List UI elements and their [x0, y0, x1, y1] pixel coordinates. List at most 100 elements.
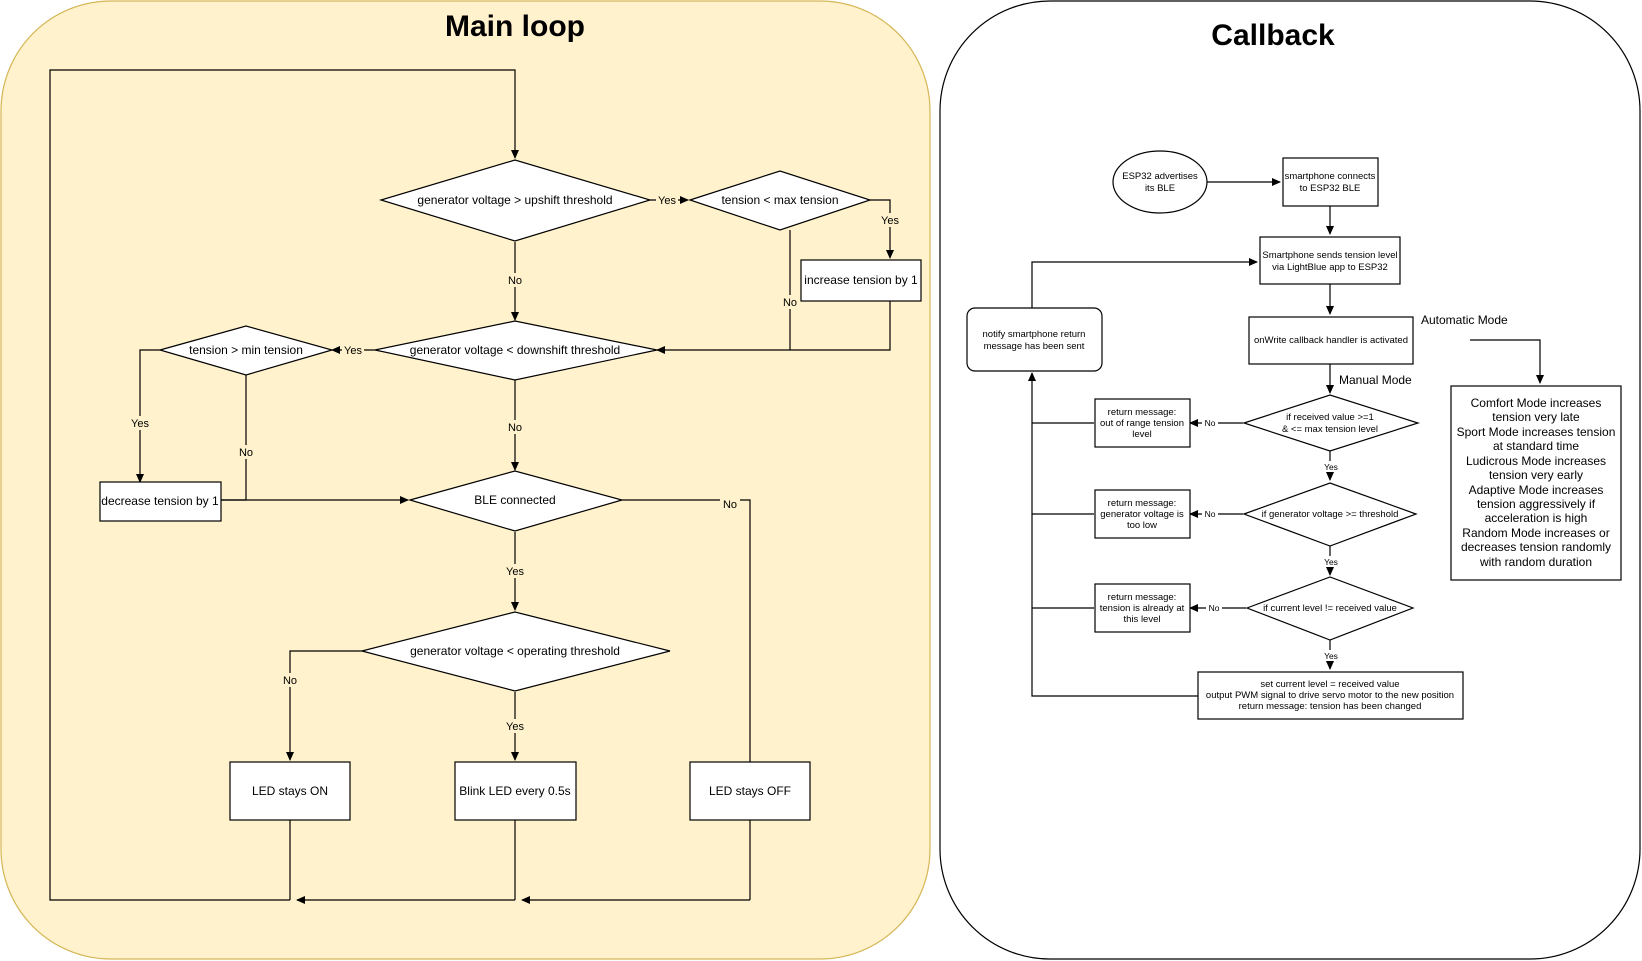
- process-blink-led: Blink LED every 0.5s: [454, 761, 577, 821]
- process-decrease-tension: decrease tension by 1: [99, 481, 222, 522]
- edge-label-no: No: [283, 675, 297, 687]
- ret-range-line-3: level: [1132, 429, 1152, 440]
- check-voltage-label: if generator voltage >= threshold: [1262, 509, 1399, 520]
- callback-check-level: if current level != received value: [1245, 576, 1415, 641]
- ret-voltage-line-2: generator voltage is: [1100, 509, 1184, 520]
- edge-label-no: No: [239, 447, 253, 459]
- callback-sends: Smartphone sends tension level via Light…: [1259, 236, 1401, 285]
- callback-check-voltage: if generator voltage >= threshold: [1242, 482, 1418, 547]
- ret-level-line-1: return message:: [1108, 592, 1177, 603]
- edge-label-automatic-mode: Automatic Mode: [1421, 313, 1508, 327]
- modes-line: tension very early: [1489, 468, 1583, 482]
- callback-return-voltage: return message: generator voltage is too…: [1094, 489, 1191, 539]
- set-level-line-2: output PWM signal to drive servo motor t…: [1206, 690, 1454, 701]
- edge-label-no: No: [508, 275, 522, 287]
- edge-label-no: No: [783, 297, 797, 309]
- edge-label-no: No: [508, 422, 522, 434]
- decision-downshift-label: generator voltage < downshift threshold: [410, 343, 620, 357]
- ret-voltage-line-3: too low: [1127, 520, 1157, 531]
- ret-level-line-3: this level: [1124, 614, 1161, 625]
- modes-line: with random duration: [1479, 555, 1592, 569]
- advertise-line-1: ESP32 advertises: [1122, 171, 1198, 182]
- callback-panel: Callback: [939, 0, 1641, 960]
- edge-label-no: No: [723, 499, 737, 511]
- main-loop-panel: Main loop: [0, 0, 931, 960]
- decision-min-tension-label: tension > min tension: [189, 343, 303, 357]
- callback-modes-box: Comfort Mode increases tension very late…: [1450, 385, 1622, 581]
- edge-label-no: No: [1205, 509, 1216, 519]
- modes-line: tension very late: [1492, 410, 1580, 424]
- process-led-on: LED stays ON: [229, 761, 351, 821]
- decision-downshift: generator voltage < downshift threshold: [374, 320, 658, 381]
- edge-label-yes: Yes: [1324, 651, 1338, 661]
- edge-label-no: No: [1209, 603, 1220, 613]
- decision-ble-connected: BLE connected: [407, 470, 625, 532]
- modes-line: Comfort Mode increases: [1471, 396, 1602, 410]
- main-loop-edge-labels: Yes Yes No No Yes Yes No No No Yes No Ye…: [129, 193, 901, 733]
- ret-range-line-1: return message:: [1108, 407, 1177, 418]
- decision-max-tension: tension < max tension: [688, 170, 872, 231]
- sends-line-2: via LightBlue app to ESP32: [1272, 262, 1388, 273]
- ret-voltage-line-1: return message:: [1108, 498, 1177, 509]
- modes-line: Random Mode increases or: [1462, 526, 1609, 540]
- check-range-line-1: if received value >=1: [1286, 412, 1374, 423]
- main-loop-background: [0, 0, 931, 960]
- callback-notify: notify smartphone return message has bee…: [966, 307, 1103, 372]
- ret-range-line-2: out of range tension: [1100, 418, 1184, 429]
- notify-line-2: message has been sent: [984, 341, 1085, 352]
- process-led-off: LED stays OFF: [689, 761, 811, 821]
- decision-min-tension: tension > min tension: [157, 325, 335, 376]
- process-increase-tension: increase tension by 1: [800, 259, 922, 302]
- edge-label-no: No: [1205, 418, 1216, 428]
- edge-label-yes: Yes: [506, 721, 524, 733]
- set-level-line-3: return message: tension has been changed: [1239, 701, 1422, 712]
- advertise-line-2: its BLE: [1145, 183, 1175, 194]
- connect-line-1: smartphone connects: [1285, 171, 1376, 182]
- modes-line: Ludicrous Mode increases: [1466, 454, 1606, 468]
- process-led-off-label: LED stays OFF: [709, 784, 791, 798]
- main-loop-connectors: [49, 69, 894, 904]
- process-led-on-label: LED stays ON: [252, 784, 328, 798]
- notify-line-1: notify smartphone return: [983, 329, 1086, 340]
- ret-level-line-2: tension is already at: [1100, 603, 1185, 614]
- callback-title: Callback: [1211, 19, 1335, 52]
- edge-label-yes: Yes: [658, 195, 676, 207]
- process-blink-led-label: Blink LED every 0.5s: [459, 784, 570, 798]
- decision-ble-connected-label: BLE connected: [474, 493, 555, 507]
- modes-line: Adaptive Mode increases: [1469, 483, 1604, 497]
- decision-operating: generator voltage < operating threshold: [361, 611, 671, 692]
- callback-background: [939, 0, 1641, 960]
- callback-return-range: return message: out of range tension lev…: [1094, 398, 1191, 448]
- modes-line: acceleration is high: [1485, 511, 1588, 525]
- modes-line: at standard time: [1493, 439, 1579, 453]
- check-range-line-2: & <= max tension level: [1282, 424, 1378, 435]
- edge-label-yes: Yes: [1324, 462, 1338, 472]
- modes-line: Sport Mode increases tension: [1457, 425, 1616, 439]
- edge-label-yes: Yes: [344, 345, 362, 357]
- check-level-label: if current level != received value: [1263, 603, 1397, 614]
- process-increase-tension-label: increase tension by 1: [804, 273, 918, 287]
- callback-set-level: set current level = received value outpu…: [1197, 671, 1464, 720]
- edge-label-manual-mode: Manual Mode: [1339, 373, 1412, 387]
- process-decrease-tension-label: decrease tension by 1: [101, 494, 219, 508]
- decision-operating-label: generator voltage < operating threshold: [410, 644, 620, 658]
- callback-onwrite: onWrite callback handler is activated: [1248, 316, 1414, 365]
- modes-line: tension aggressively if: [1477, 497, 1596, 511]
- onwrite-label: onWrite callback handler is activated: [1254, 335, 1408, 346]
- callback-advertise: ESP32 advertises its BLE: [1112, 150, 1208, 214]
- edge-label-yes: Yes: [881, 215, 899, 227]
- connect-line-2: to ESP32 BLE: [1300, 183, 1361, 194]
- callback-check-range: if received value >=1 & <= max tension l…: [1242, 394, 1420, 452]
- callback-connect: smartphone connects to ESP32 BLE: [1282, 157, 1379, 207]
- set-level-line-1: set current level = received value: [1260, 679, 1399, 690]
- edge-label-yes: Yes: [131, 418, 149, 430]
- decision-upshift: generator voltage > upshift threshold: [378, 159, 653, 242]
- decision-upshift-label: generator voltage > upshift threshold: [417, 193, 612, 207]
- callback-return-level: return message: tension is already at th…: [1094, 583, 1191, 633]
- edge-label-yes: Yes: [1324, 557, 1338, 567]
- modes-line: decreases tension randomly: [1461, 540, 1611, 554]
- decision-max-tension-label: tension < max tension: [721, 193, 838, 207]
- main-loop-title: Main loop: [445, 10, 585, 43]
- edge-label-yes: Yes: [506, 566, 524, 578]
- sends-line-1: Smartphone sends tension level: [1262, 250, 1397, 261]
